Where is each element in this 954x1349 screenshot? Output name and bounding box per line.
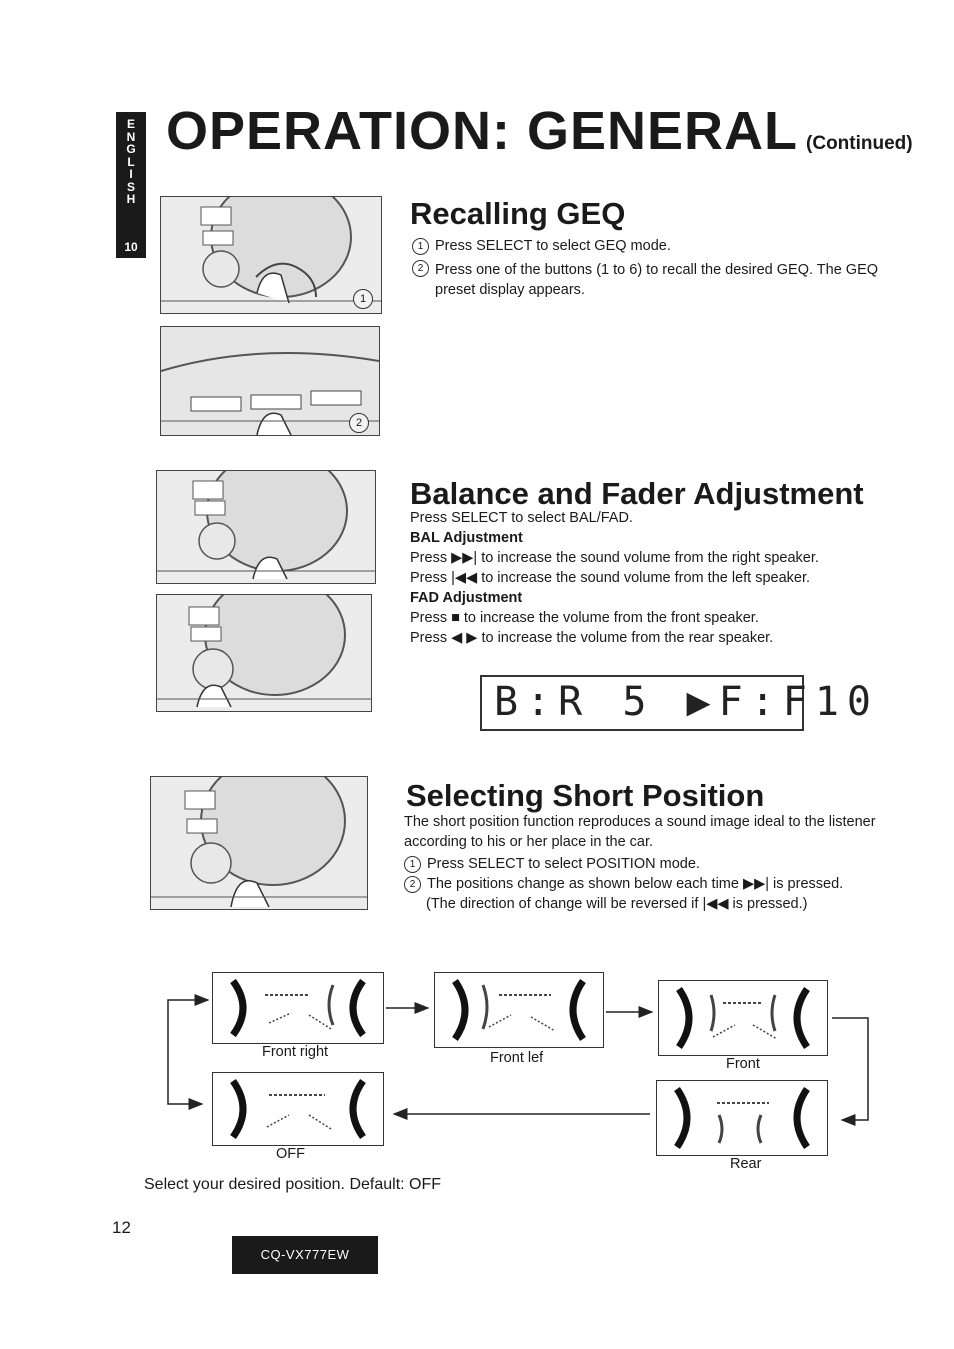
fad-line: Press ◀ ▶ to increase the volume from th… (410, 630, 774, 646)
page-title: OPERATION: GENERAL (Continued) (166, 100, 913, 162)
radio-faceplate-image (151, 777, 367, 909)
speaker-pattern-icon (674, 1087, 810, 1149)
radio-faceplate-image (157, 471, 375, 583)
tab-letter: H (126, 192, 136, 206)
page-title-continued: (Continued) (806, 133, 913, 154)
position-label-front-left: Front lef (490, 1050, 544, 1066)
radio-illustration-position (150, 776, 368, 910)
preset-buttons-image (161, 327, 379, 435)
bal-line: Press |◀◀ to increase the sound volume f… (410, 570, 811, 586)
recalling-geq-heading: Recalling GEQ (410, 196, 626, 231)
position-box-front-right (212, 972, 384, 1044)
speaker-pattern-icon (452, 979, 586, 1041)
tab-letter: I (129, 167, 133, 181)
position-label-off: OFF (276, 1146, 305, 1162)
position-step-2: 2 The positions change as shown below eac… (404, 874, 884, 894)
callout-1: 1 (353, 289, 373, 309)
position-step-1: 1 Press SELECT to select POSITION mode. (404, 854, 884, 874)
tab-letter: S (126, 179, 135, 194)
step-text: Press SELECT to select POSITION mode. (427, 856, 700, 872)
speaker-pattern-icon (676, 987, 810, 1049)
position-box-rear (656, 1080, 828, 1156)
balance-intro: Press SELECT to select BAL/FAD. (410, 510, 633, 526)
position-label-rear: Rear (730, 1156, 762, 1172)
position-label-front-right: Front right (262, 1044, 329, 1060)
page-title-main: OPERATION: GENERAL (166, 101, 799, 161)
radio-illustration-select: 1 (160, 196, 382, 314)
page-number: 12 (112, 1218, 131, 1237)
radio-illustration-presets: 2 (160, 326, 380, 436)
step-number: 1 (404, 856, 421, 873)
position-flow-arrows (167, 994, 869, 1126)
tab-letter: G (126, 142, 136, 156)
bal-fad-display: B:R 5 ▶F:F10 (480, 675, 871, 731)
radio-faceplate-image (161, 197, 381, 313)
side-tab-number: 10 (124, 240, 138, 254)
radio-illustration-bal (156, 470, 376, 584)
radio-faceplate-image (157, 595, 371, 711)
tab-letter: L (127, 154, 135, 169)
display-readout: B:R 5 ▶F:F10 (494, 679, 879, 725)
recalling-step-2: 2 Press one of the buttons (1 to 6) to re… (412, 260, 902, 300)
position-box-off (212, 1072, 384, 1146)
step-number: 2 (404, 876, 421, 893)
tab-letter: N (126, 129, 136, 144)
balance-fader-heading: Balance and Fader Adjustment (410, 476, 864, 511)
bal-line: Press ▶▶| to increase the sound volume f… (410, 550, 819, 566)
step-text: Press SELECT to select GEQ mode. (435, 238, 671, 254)
step-text: The positions change as shown below each… (427, 876, 844, 892)
speaker-pattern-icon (230, 978, 366, 1038)
step-text: Press one of the buttons (1 to 6) to rec… (435, 262, 879, 298)
recalling-step-1: 1 Press SELECT to select GEQ mode. (412, 236, 902, 256)
position-box-front-left (434, 972, 604, 1048)
side-tab-letters: E N G L I S H (116, 112, 146, 206)
recalling-geq-steps: 1 Press SELECT to select GEQ mode. 2 Press… (412, 236, 902, 300)
bal-subheading: BAL Adjustment (410, 530, 523, 546)
fad-subheading: FAD Adjustment (410, 590, 523, 606)
step-number: 2 (412, 260, 429, 277)
tab-letter: E (126, 117, 135, 131)
short-position-intro: The short position function reproduces a… (404, 814, 876, 850)
fad-line: Press ■ to increase the volume from the … (410, 610, 759, 626)
speaker-pattern-icon (230, 1078, 366, 1140)
reverse-note: (The direction of change will be reverse… (426, 896, 808, 912)
model-badge: CQ-VX777EW (232, 1236, 378, 1274)
radio-illustration-fad (156, 594, 372, 712)
short-position-text: The short position function reproduces a… (404, 812, 884, 914)
short-position-heading: Selecting Short Position (406, 778, 765, 813)
default-position-text: Select your desired position. Default: O… (144, 1176, 442, 1193)
callout-2: 2 (349, 413, 369, 433)
position-box-front (658, 980, 828, 1056)
step-number: 1 (412, 238, 429, 255)
position-label-front: Front (726, 1056, 760, 1072)
balance-fader-text: Press SELECT to select BAL/FAD. BAL Adju… (410, 508, 880, 648)
language-side-tab: E N G L I S H 10 (116, 112, 146, 258)
